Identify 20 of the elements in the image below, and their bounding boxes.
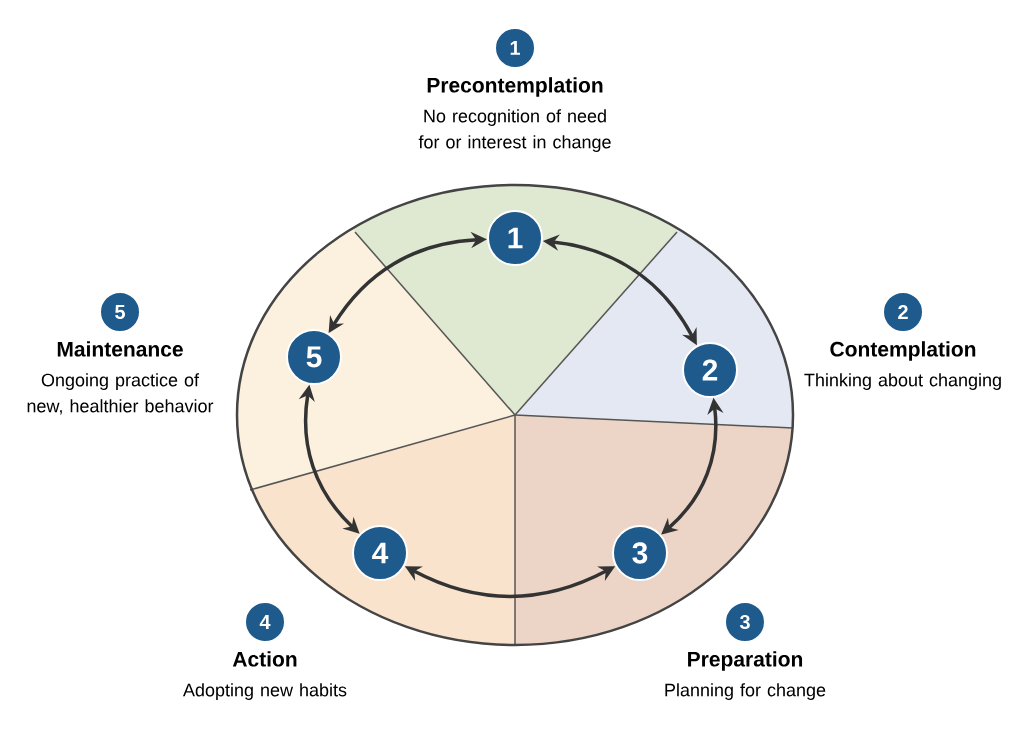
number-badge: 2 (882, 291, 924, 333)
stage-title: Precontemplation (427, 77, 603, 97)
stage-title: Action (232, 651, 297, 667)
stage-description: Planning for change (665, 683, 826, 700)
stage-description: Ongoing practice of new, healthier behavior (27, 373, 214, 415)
number-badge: 2 (682, 342, 738, 398)
number-badge: 5 (286, 329, 342, 385)
number-badge: 3 (724, 601, 766, 643)
stage-title: Preparation (688, 651, 803, 671)
number-badge: 4 (352, 525, 408, 581)
number-badge: 5 (99, 291, 141, 333)
stage-description: Adopting new habits (183, 683, 347, 700)
stage-description: No recognition of need for or interest in change (418, 109, 611, 152)
number-badge: 4 (244, 601, 286, 643)
number-badge: 1 (487, 210, 543, 266)
stage-description: Thinking about changing (804, 373, 1001, 390)
stage-title: Contemplation (830, 341, 976, 361)
number-badge: 3 (612, 525, 668, 581)
number-badge: 1 (494, 27, 536, 69)
stage-title: Maintenance (57, 341, 183, 357)
